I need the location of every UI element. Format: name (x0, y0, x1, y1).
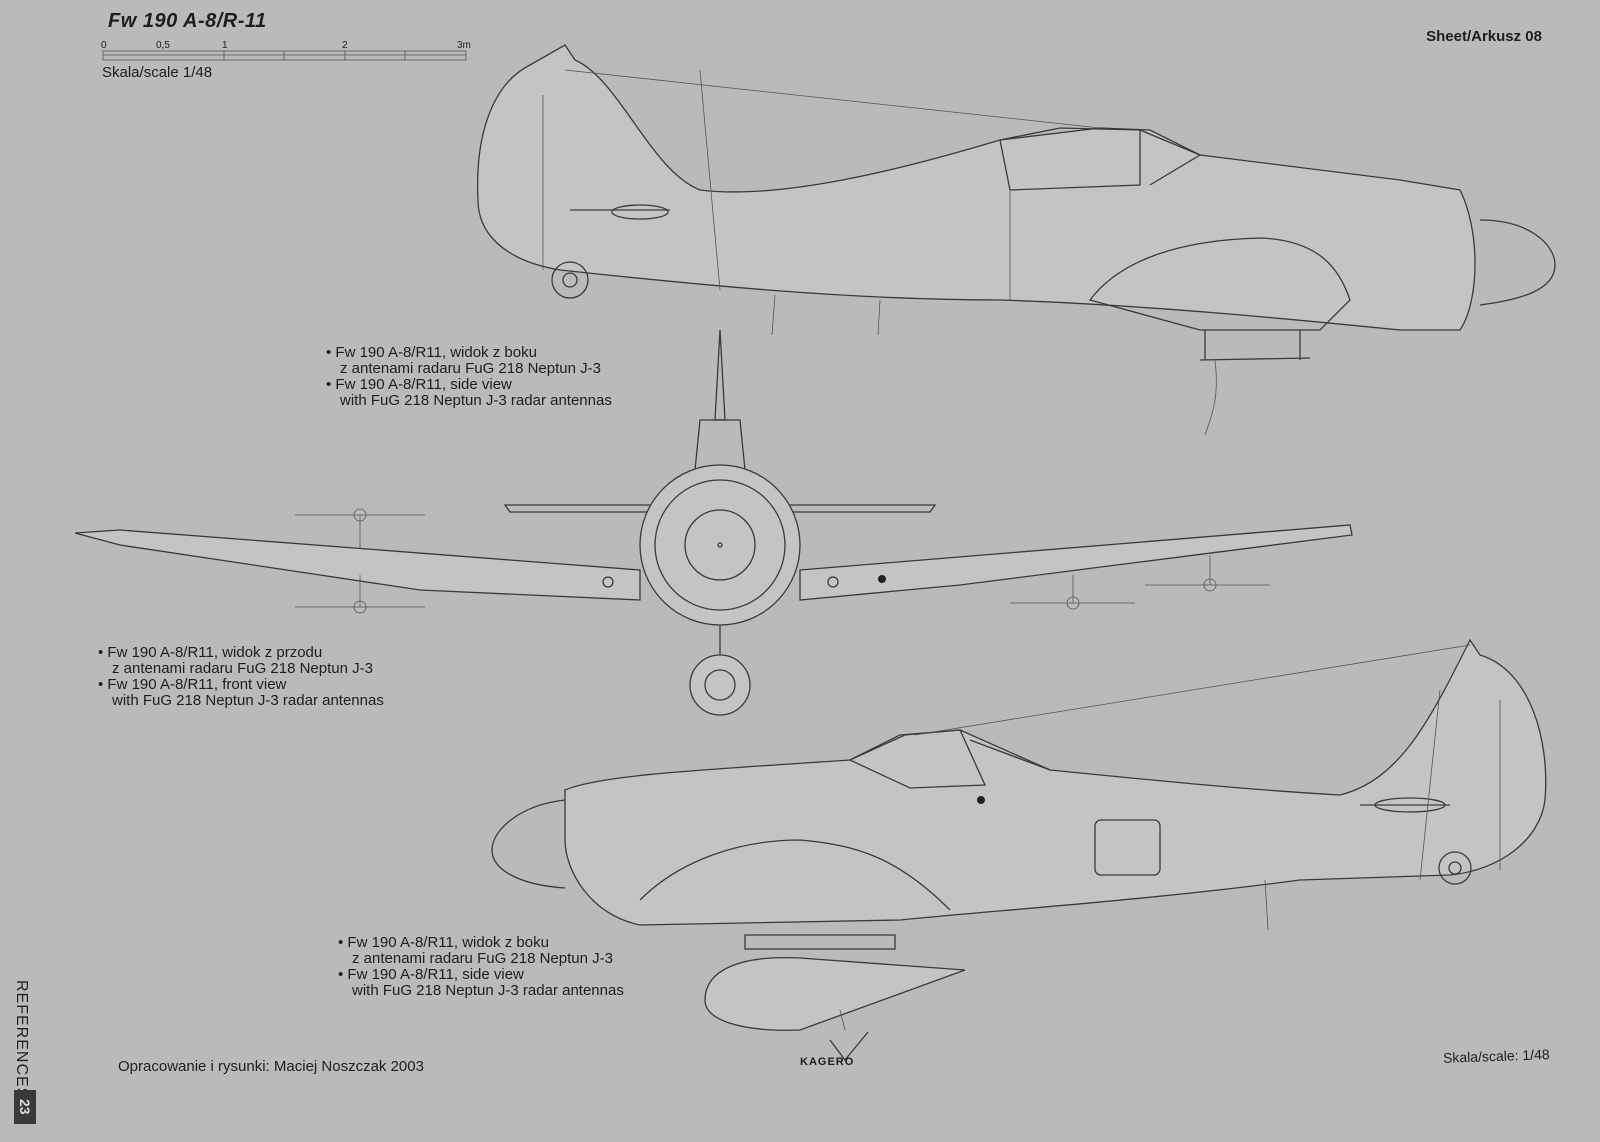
front-view-drawing (74, 329, 1353, 716)
caption-line: with FuG 218 Neptun J-3 radar antennas (352, 982, 624, 999)
publisher-logo: KAGERO (800, 1056, 855, 1068)
caption-front-view: • Fw 190 A-8/R11, widok z przodu z anten… (98, 645, 384, 709)
caption-line: with FuG 218 Neptun J-3 radar antennas (340, 392, 612, 409)
caption-line: • Fw 190 A-8/R11, side view (338, 966, 524, 983)
side-view-top-drawing (476, 44, 1556, 436)
caption-line: z antenami radaru FuG 218 Neptun J-3 (352, 950, 613, 967)
drawing-title: Fw 190 A-8/R-11 (108, 10, 267, 32)
scale-tick: 0 (101, 40, 107, 51)
page-number: 23 (14, 1090, 36, 1124)
credit-text: Opracowanie i rysunki: Maciej Noszczak 2… (118, 1058, 424, 1075)
scale-label: Skala/scale 1/48 (102, 64, 213, 81)
scale-tick: 3m (457, 40, 471, 51)
scale-tick: 0,5 (156, 40, 170, 51)
scale-tick: 2 (342, 40, 348, 51)
caption-line: • Fw 190 A-8/R11, widok z boku (338, 934, 549, 951)
caption-line: • Fw 190 A-8/R11, side view (326, 376, 512, 393)
sheet-number: Sheet/Arkusz 08 (1426, 28, 1542, 45)
scale-bar (102, 50, 467, 61)
kagero-logo-mark (829, 1031, 869, 1062)
side-view-bottom-drawing (491, 638, 1547, 1031)
section-label: REFERENCES (13, 980, 30, 1100)
caption-side-view-bottom: • Fw 190 A-8/R11, widok z boku z antenam… (338, 935, 624, 999)
caption-line: with FuG 218 Neptun J-3 radar antennas (112, 692, 384, 709)
caption-line: z antenami radaru FuG 218 Neptun J-3 (112, 660, 373, 677)
caption-line: • Fw 190 A-8/R11, front view (98, 676, 287, 693)
caption-line: z antenami radaru FuG 218 Neptun J-3 (340, 360, 601, 377)
scale-tick: 1 (222, 40, 228, 51)
caption-side-view-top: • Fw 190 A-8/R11, widok z boku z antenam… (326, 345, 612, 409)
caption-line: • Fw 190 A-8/R11, widok z boku (326, 344, 537, 361)
caption-line: • Fw 190 A-8/R11, widok z przodu (98, 644, 323, 661)
